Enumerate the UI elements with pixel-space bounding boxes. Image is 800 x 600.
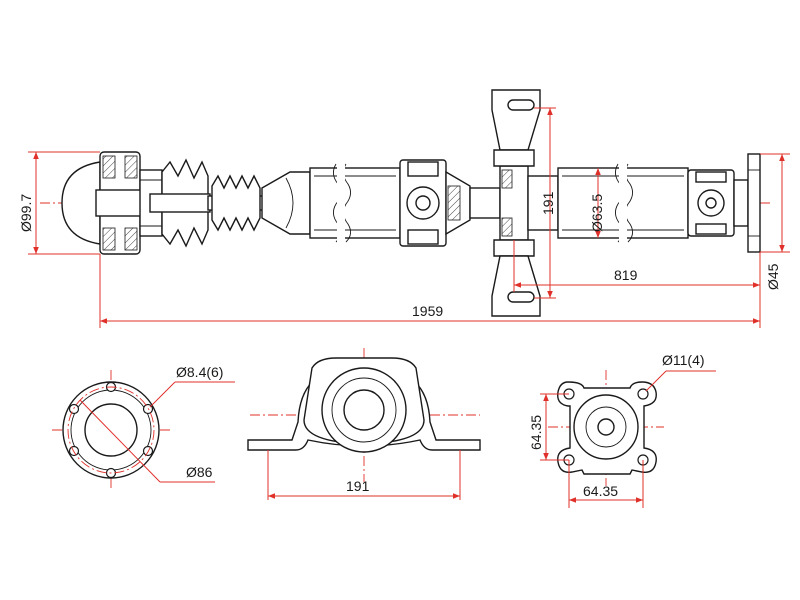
flange-end-view: Ø8.4(6) Ø86	[52, 364, 235, 490]
front-tube-taper	[261, 171, 311, 235]
dimension-bracket-width: 191	[346, 478, 370, 494]
dimension-total-length: 1959	[99, 252, 761, 328]
dimension-rear-length: 819	[513, 240, 760, 292]
dimension-tube-diameter: Ø63.5	[589, 168, 605, 238]
dimension-square-horizontal: 64.35	[583, 483, 618, 499]
bolt-hole	[142, 445, 154, 457]
dimension-label: 819	[614, 267, 638, 283]
dimension-flange-diameter: Ø99.7	[18, 151, 100, 255]
front-cv-joint	[61, 151, 163, 255]
bolt-hole	[68, 445, 80, 457]
bearing-shaft	[469, 187, 501, 219]
dimension-bolt-circle: Ø86	[186, 464, 213, 480]
front-tube	[309, 163, 401, 244]
dimension-square-holes: Ø11(4)	[662, 352, 705, 368]
middle-universal-joint	[399, 159, 471, 247]
dimension-label: Ø45	[765, 263, 781, 290]
dimension-bolt-holes: Ø8.4(6)	[176, 364, 223, 380]
drive-shaft-side-view: Ø99.7 1959 819 191 Ø63.5	[18, 89, 790, 328]
rear-tube	[527, 163, 689, 244]
rear-flange-end-view: Ø11(4) 64.35 64.35	[528, 352, 716, 508]
rear-universal-joint	[687, 169, 735, 237]
dimension-label: Ø99.7	[18, 194, 34, 232]
dimension-label: 191	[540, 191, 556, 215]
dimension-label: Ø63.5	[589, 194, 605, 232]
bolt-hole	[68, 403, 80, 415]
dimension-rear-flange: Ø45	[760, 153, 790, 290]
dimension-square-vertical: 64.35	[528, 415, 544, 450]
slip-boot	[211, 174, 261, 232]
dimension-label: 1959	[412, 303, 443, 319]
center-bearing-front-view: 191	[247, 348, 481, 500]
rear-flange	[733, 153, 761, 253]
dimension-bearing-offset: 191	[534, 107, 556, 299]
mount-hole	[637, 388, 649, 400]
